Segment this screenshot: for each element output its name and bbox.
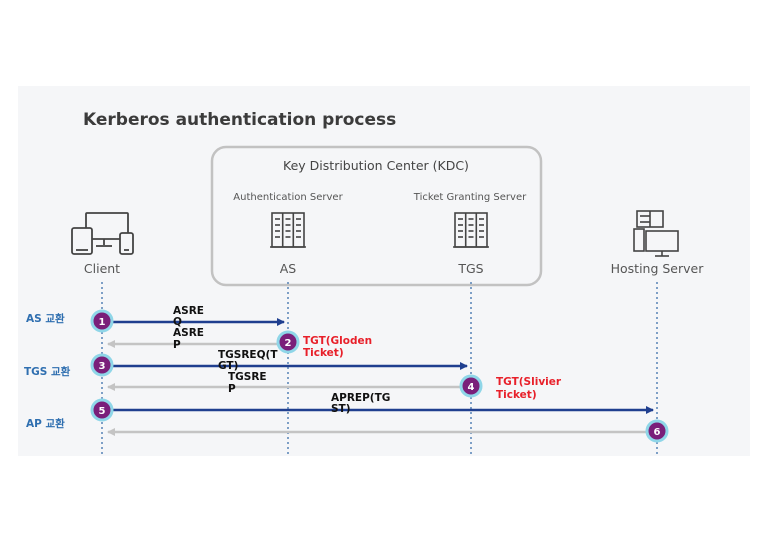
kdc-title: Key Distribution Center (KDC) — [283, 158, 469, 173]
ticket-silver-1: TGT(Slivier — [496, 376, 562, 388]
server-rack-icon — [270, 212, 306, 248]
msg-aprep-1: APREP(TG — [331, 392, 390, 404]
msg-tgsrep-2: P — [228, 383, 236, 395]
as-server-label: Authentication Server — [233, 192, 343, 203]
msg-asrep-2: P — [173, 339, 181, 351]
msg-tgsreq-2: GT) — [218, 360, 238, 372]
step-6: 6 — [645, 419, 669, 443]
entity-label-as: AS — [280, 261, 297, 276]
step-5: 5 — [90, 398, 114, 422]
msg-asreq-1: ASRE — [173, 305, 204, 317]
phase-label-ap: AP 교환 — [26, 417, 65, 430]
phase-label-as: AS 교환 — [26, 312, 65, 325]
msg-asrep-1: ASRE — [173, 327, 204, 339]
devices-icon — [71, 212, 134, 255]
ticket-silver-2: Ticket) — [496, 389, 537, 401]
server-rack-icon — [453, 212, 489, 248]
msg-aprep-2: ST) — [331, 403, 351, 415]
page-title: Kerberos authentication process — [83, 110, 396, 130]
ticket-golden-1: TGT(Gloden — [303, 335, 372, 347]
svg-text:4: 4 — [468, 382, 475, 393]
msg-tgsrep-1: TGSRE — [228, 371, 267, 383]
svg-text:5: 5 — [99, 406, 106, 417]
msg-asreq-2: Q — [173, 316, 182, 328]
step-3: 3 — [90, 353, 114, 377]
step-1: 1 — [90, 309, 114, 333]
step-2: 2 — [276, 330, 300, 354]
step-4: 4 — [459, 374, 483, 398]
entity-label-client: Client — [84, 261, 120, 276]
svg-text:3: 3 — [99, 361, 106, 372]
entity-label-tgs: TGS — [457, 261, 483, 276]
ticket-golden-2: Ticket) — [303, 347, 344, 359]
tgs-server-label: Ticket Granting Server — [413, 192, 527, 203]
phase-label-tgs: TGS 교환 — [24, 365, 71, 378]
svg-text:2: 2 — [285, 338, 292, 349]
svg-text:6: 6 — [654, 427, 661, 438]
entity-label-hosting: Hosting Server — [611, 261, 705, 276]
hosting-server-icon — [633, 210, 679, 257]
svg-text:1: 1 — [99, 317, 106, 328]
kdc-box — [210, 145, 543, 287]
msg-tgsreq-1: TGSREQ(T — [218, 349, 278, 361]
